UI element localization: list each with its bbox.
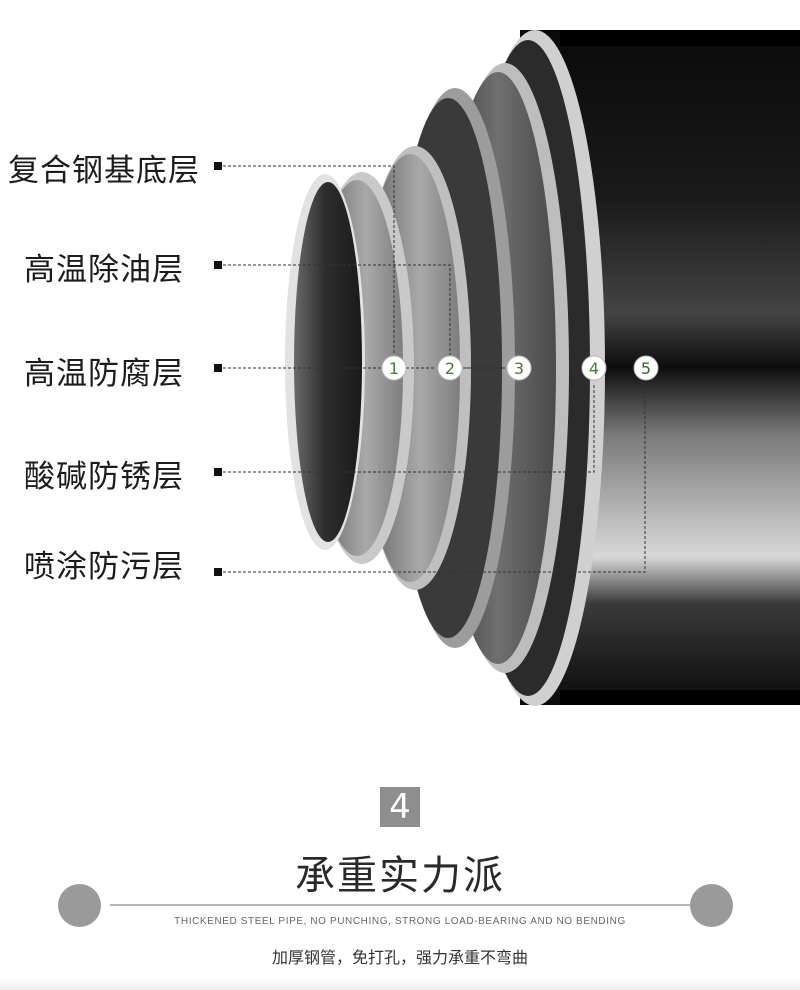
section-title: 承重实力派 xyxy=(295,853,505,899)
pipe-layers-illustration: 1 2 3 4 5 xyxy=(214,30,800,706)
decorative-dot-right xyxy=(690,884,733,927)
svg-text:1: 1 xyxy=(389,359,399,378)
layer-label-degrease: 高温除油层 xyxy=(24,252,184,288)
svg-text:3: 3 xyxy=(514,359,524,378)
layer-label-antifouling: 喷涂防污层 xyxy=(24,549,184,585)
bottom-strip xyxy=(0,978,800,990)
marker-3: 3 xyxy=(506,355,532,381)
marker-1: 1 xyxy=(381,355,407,381)
layer-label-base: 复合钢基底层 xyxy=(8,153,200,189)
layer-label-antirust: 酸碱防锈层 xyxy=(24,459,184,495)
svg-text:4: 4 xyxy=(589,359,599,378)
decorative-dot-left xyxy=(58,884,101,927)
layer-label-anticorrosion: 高温防腐层 xyxy=(24,356,184,392)
subtitle-english: THICKENED STEEL PIPE, NO PUNCHING, STRON… xyxy=(174,916,626,927)
marker-2: 2 xyxy=(437,355,463,381)
divider-line xyxy=(110,904,690,906)
subtitle-chinese: 加厚钢管，免打孔，强力承重不弯曲 xyxy=(271,948,528,967)
marker-4: 4 xyxy=(581,355,607,381)
svg-text:5: 5 xyxy=(641,359,651,378)
section-number-badge: 4 xyxy=(380,787,420,827)
marker-5: 5 xyxy=(633,355,659,381)
svg-text:2: 2 xyxy=(445,359,455,378)
